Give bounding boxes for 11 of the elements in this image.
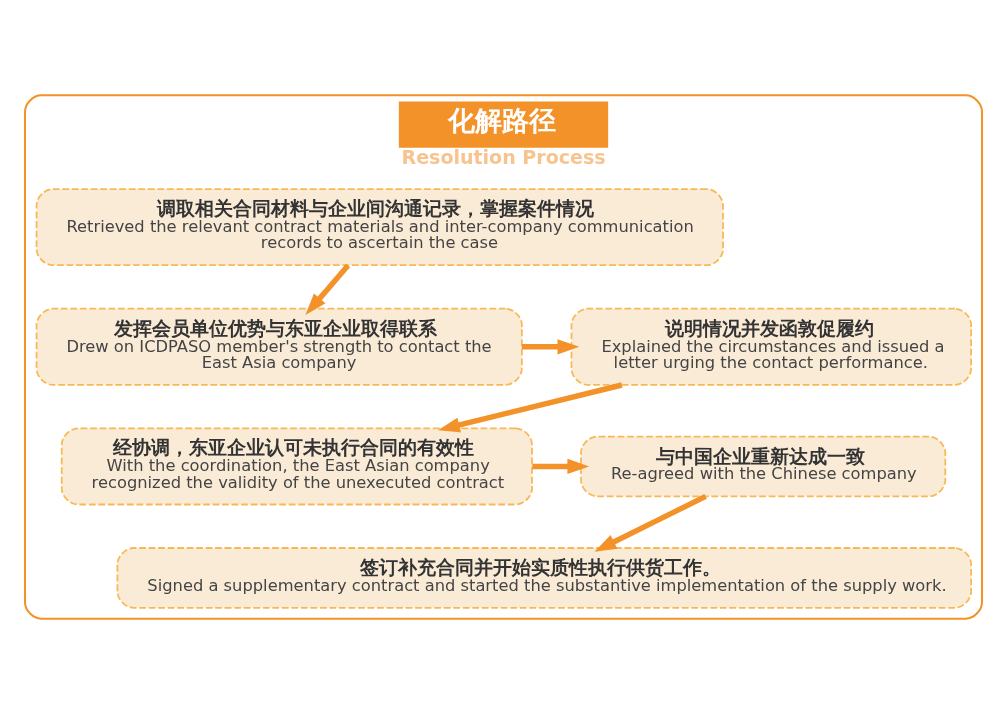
arrow (305, 263, 351, 315)
node-box: 经协调，东亚企业认可未执行合同的有效性 With the coordination, the East Asian company recognized the validity of the unexecuted contract (60, 427, 533, 505)
node-box: 签订补充合同并开始实质性执行供货工作。 Signed a supplementary contract and started the substantive implementation of the supply work. (116, 546, 973, 609)
arrow (521, 338, 580, 354)
node-box: 说明情况并发函敦促履约 Explained the circumstances and issued a letter urging the contact performance. (570, 307, 973, 386)
arrow (437, 381, 623, 432)
arrow (594, 493, 707, 552)
node-box: 发挥会员单位优势与东亚企业取得联系 Drew on ICDPASO member's strength to contact the East Asia company (35, 307, 523, 386)
node-box: 与中国企业重新达成一致 Re-agreed with the Chinese company (580, 435, 947, 497)
arrow (532, 458, 590, 474)
node-box: 调取相关合同材料与企业间沟通记录，掌握案件情况 Retrieved the relevant contract materials and inter-company communication records to ascertain the case (35, 187, 724, 266)
